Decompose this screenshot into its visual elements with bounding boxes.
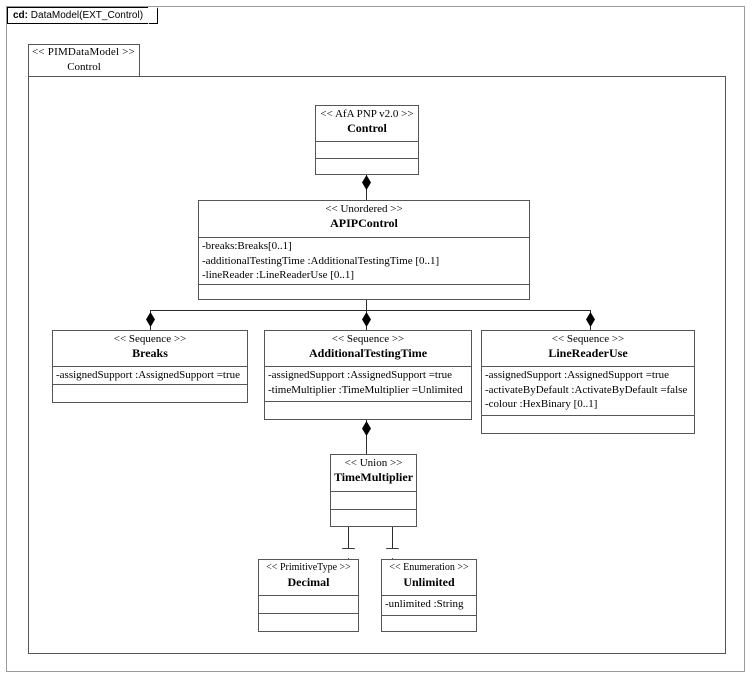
attribute-row: -assignedSupport :AssignedSupport =true	[485, 369, 670, 381]
class-additionaltestingtime-attributes: -assignedSupport :AssignedSupport =true …	[265, 367, 471, 402]
attribute-row: -unlimited :String	[385, 598, 464, 610]
attribute-row: -timeMultiplier :TimeMultiplier =Unlimit…	[268, 383, 463, 396]
class-decimal-stereotype: << PrimitiveType >>	[266, 562, 351, 573]
class-control-operations	[316, 159, 418, 176]
edge-timemultiplier-decimal	[348, 527, 349, 559]
edge-apipcontrol-bus	[150, 310, 590, 311]
class-additionaltestingtime-stereotype: << Sequence >>	[331, 333, 405, 345]
class-apipcontrol-attributes: -breaks:Breaks[0..1] -additionalTestingT…	[199, 238, 529, 285]
class-timemultiplier-name: TimeMultiplier	[333, 470, 414, 484]
class-linereaderuse-stereotype: << Sequence >>	[551, 333, 625, 345]
attribute-row: -assignedSupport :AssignedSupport =true	[56, 369, 241, 381]
diagram-frame-tab: cd: DataModel(EXT_Control)	[7, 7, 159, 24]
class-control-stereotype: << AfA PNP v2.0 >>	[320, 108, 414, 120]
class-apipcontrol-header: << Unordered >> APIPControl	[199, 201, 529, 238]
attribute-row: -additionalTestingTime :AdditionalTestin…	[202, 254, 440, 267]
class-breaks[interactable]: << Sequence >> Breaks -assignedSupport :…	[52, 330, 248, 403]
diagram-title-label: DataModel(EXT_Control)	[30, 10, 144, 21]
attribute-row: -breaks:Breaks[0..1]	[202, 240, 292, 252]
class-decimal-header: << PrimitiveType >> Decimal	[259, 560, 358, 596]
class-decimal[interactable]: << PrimitiveType >> Decimal	[258, 559, 359, 632]
class-unlimited-stereotype: << Enumeration >>	[389, 562, 469, 573]
class-additionaltestingtime-header: << Sequence >> AdditionalTestingTime	[265, 331, 471, 367]
class-timemultiplier-attributes	[331, 492, 416, 510]
class-breaks-header: << Sequence >> Breaks	[53, 331, 247, 367]
class-timemultiplier-stereotype: << Union >>	[344, 457, 403, 469]
class-unlimited[interactable]: << Enumeration >> Unlimited -unlimited :…	[381, 559, 477, 632]
attribute-row: -assignedSupport :AssignedSupport =true	[268, 369, 453, 381]
composition-diamond-control	[362, 175, 371, 190]
class-unlimited-attributes: -unlimited :String	[382, 596, 476, 616]
class-linereaderuse-name: LineReaderUse	[548, 346, 628, 360]
class-additionaltestingtime-name: AdditionalTestingTime	[308, 346, 428, 360]
class-unlimited-name: Unlimited	[403, 575, 455, 589]
class-control-header: << AfA PNP v2.0 >> Control	[316, 106, 418, 142]
composition-diamond-linereaderuse	[586, 312, 595, 327]
composition-diamond-additionaltestingtime	[362, 312, 371, 327]
class-unlimited-header: << Enumeration >> Unlimited	[382, 560, 476, 596]
package-tab[interactable]: << PIMDataModel >> Control	[28, 44, 140, 77]
class-additionaltestingtime-operations	[265, 402, 471, 419]
class-decimal-operations	[259, 614, 358, 631]
class-linereaderuse-header: << Sequence >> LineReaderUse	[482, 331, 694, 367]
class-linereaderuse-attributes: -assignedSupport :AssignedSupport =true …	[482, 367, 694, 416]
class-control[interactable]: << AfA PNP v2.0 >> Control	[315, 105, 419, 175]
class-apipcontrol-name: APIPControl	[330, 216, 398, 230]
package-name: Control	[67, 61, 101, 73]
attribute-row: -lineReader :LineReaderUse [0..1]	[202, 269, 355, 281]
diagram-kind-label: cd:	[13, 10, 28, 21]
class-breaks-attributes: -assignedSupport :AssignedSupport =true	[53, 367, 247, 385]
class-apipcontrol-stereotype: << Unordered >>	[325, 203, 403, 215]
class-control-name: Control	[347, 121, 387, 135]
class-breaks-name: Breaks	[132, 346, 168, 360]
class-additionaltestingtime[interactable]: << Sequence >> AdditionalTestingTime -as…	[264, 330, 472, 420]
class-apipcontrol[interactable]: << Unordered >> APIPControl -breaks:Brea…	[198, 200, 530, 300]
class-linereaderuse[interactable]: << Sequence >> LineReaderUse -assignedSu…	[481, 330, 695, 434]
package-stereotype: << PIMDataModel >>	[32, 46, 135, 58]
class-timemultiplier-operations	[331, 510, 416, 527]
class-breaks-stereotype: << Sequence >>	[113, 333, 187, 345]
class-control-attributes	[316, 142, 418, 159]
edge-timemultiplier-unlimited	[392, 527, 393, 559]
class-decimal-attributes	[259, 596, 358, 614]
class-timemultiplier-header: << Union >> TimeMultiplier	[331, 455, 416, 492]
class-apipcontrol-operations	[199, 285, 529, 300]
class-breaks-operations	[53, 385, 247, 402]
attribute-row: -colour :HexBinary [0..1]	[485, 398, 598, 410]
class-unlimited-operations	[382, 616, 476, 633]
edge-apipcontrol-stem	[366, 300, 367, 310]
composition-diamond-breaks	[146, 312, 155, 327]
class-timemultiplier[interactable]: << Union >> TimeMultiplier	[330, 454, 417, 527]
composition-diamond-timemultiplier	[362, 421, 371, 436]
edge-additionaltestingtime-timemultiplier	[366, 420, 367, 454]
attribute-row: -activateByDefault :ActivateByDefault =f…	[485, 383, 688, 396]
class-decimal-name: Decimal	[287, 575, 330, 589]
class-linereaderuse-operations	[482, 416, 694, 433]
